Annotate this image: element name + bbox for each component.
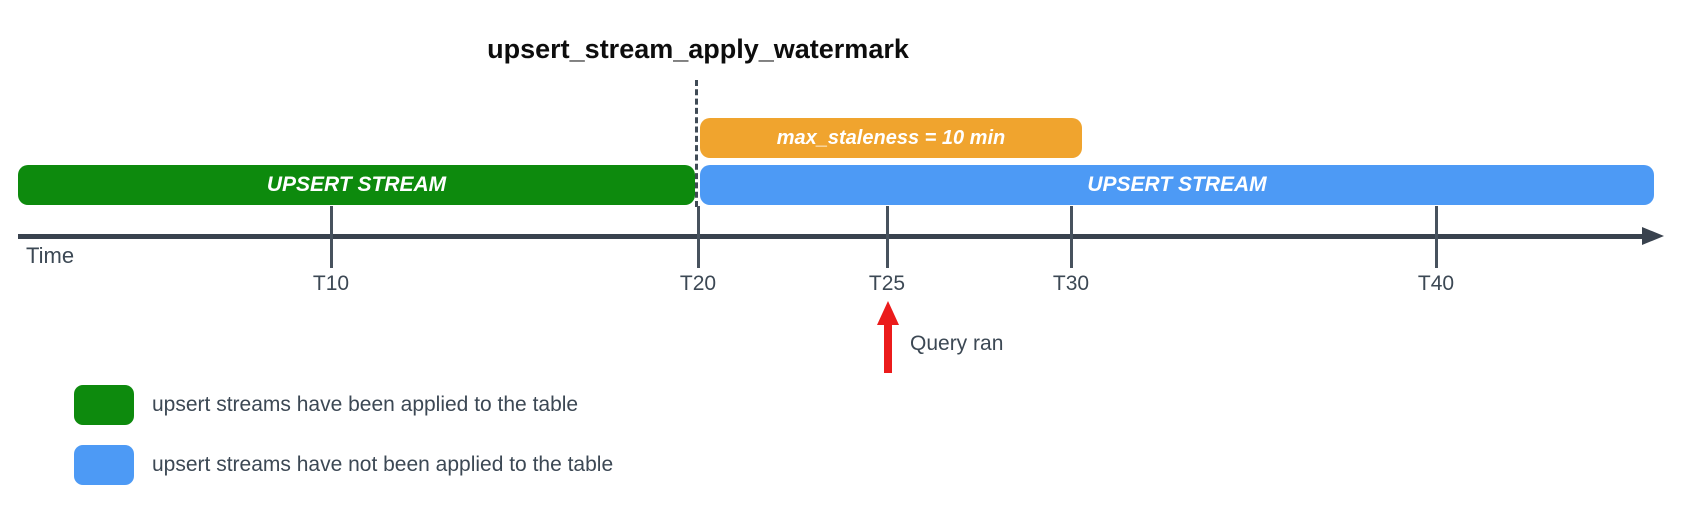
watermark-dashed-line bbox=[695, 80, 698, 207]
unapplied-upsert-stream-label: UPSERT STREAM bbox=[1087, 173, 1267, 196]
tick-label-t40: T40 bbox=[1417, 272, 1455, 295]
unapplied-upsert-stream-bar: UPSERT STREAM bbox=[700, 165, 1654, 205]
legend-item-applied: upsert streams have been applied to the … bbox=[74, 385, 578, 425]
query-ran-label: Query ran bbox=[910, 332, 1004, 355]
tick-label-t30: T30 bbox=[1052, 272, 1090, 295]
tick-label-t25: T25 bbox=[868, 272, 906, 295]
time-axis-label: Time bbox=[26, 243, 75, 268]
diagram-title: upsert_stream_apply_watermark bbox=[487, 34, 909, 64]
tick-t40 bbox=[1435, 206, 1438, 268]
legend-swatch-green bbox=[74, 385, 134, 425]
legend-label-applied: upsert streams have been applied to the … bbox=[152, 393, 579, 416]
tick-label-t10: T10 bbox=[312, 272, 350, 295]
max-staleness-box: max_staleness = 10 min bbox=[700, 118, 1082, 158]
time-axis-arrowhead-icon bbox=[1642, 227, 1664, 245]
tick-t25 bbox=[886, 206, 889, 268]
query-ran-arrow-shaft bbox=[884, 323, 892, 373]
legend-swatch-blue bbox=[74, 445, 134, 485]
legend-label-unapplied: upsert streams have not been applied to … bbox=[152, 453, 614, 476]
tick-t30 bbox=[1070, 206, 1073, 268]
time-axis-line bbox=[18, 234, 1646, 239]
tick-t20 bbox=[697, 206, 700, 268]
applied-upsert-stream-label: UPSERT STREAM bbox=[266, 173, 447, 196]
tick-label-t20: T20 bbox=[679, 272, 717, 295]
tick-t10 bbox=[330, 206, 333, 268]
legend-item-unapplied: upsert streams have not been applied to … bbox=[74, 445, 613, 485]
query-ran-arrow-icon bbox=[877, 301, 899, 325]
max-staleness-label: max_staleness = 10 min bbox=[776, 126, 1006, 149]
applied-upsert-stream-bar: UPSERT STREAM bbox=[18, 165, 695, 205]
